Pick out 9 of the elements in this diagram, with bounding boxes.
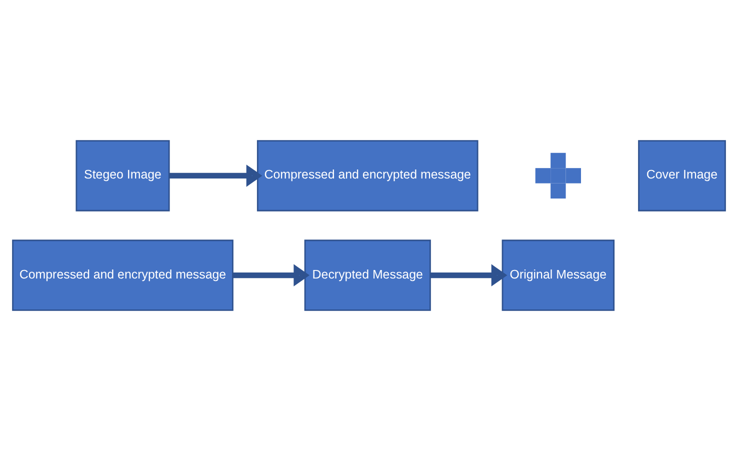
arrow [169, 164, 262, 186]
node-box: Decrypted Message [304, 239, 431, 310]
arrow [232, 264, 310, 286]
node-box: Cover Image [638, 140, 726, 211]
arrow [430, 264, 508, 286]
node-box: Stegeo Image [76, 140, 170, 211]
node-box: Compressed and encrypted message [12, 239, 234, 310]
node-box: Original Message [502, 239, 615, 310]
node-box: Compressed and encrypted message [256, 140, 478, 211]
